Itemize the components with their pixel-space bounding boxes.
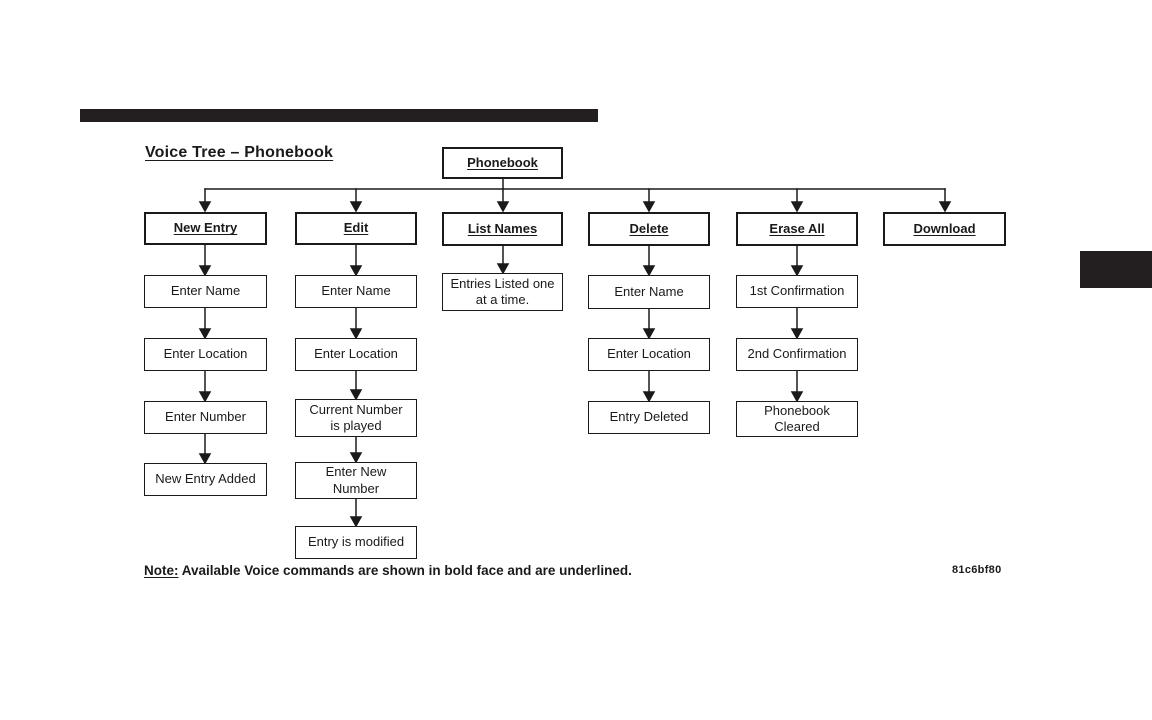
node-new-entry-added: New Entry Added (144, 463, 267, 496)
node-new-entry: New Entry (144, 212, 267, 245)
figure-code: 81c6bf80 (952, 564, 1002, 576)
node-delete-entry-deleted: Entry Deleted (588, 401, 710, 434)
column-new-entry-arrows (198, 244, 212, 465)
node-delete-enter-location: Enter Location (588, 338, 710, 371)
node-label: Enter Name (170, 283, 241, 299)
node-label: Enter Name (321, 283, 391, 299)
section-divider-bar (80, 109, 598, 122)
node-label: Enter Location (607, 346, 691, 362)
node-label: Entry Deleted (609, 409, 689, 425)
node-label: Phonebook Cleared (764, 402, 830, 434)
footnote: Note: Available Voice commands are shown… (144, 563, 632, 578)
section-thumb-tab (1080, 251, 1152, 288)
node-delete: Delete (588, 212, 710, 246)
node-new-entry-enter-number: Enter Number (144, 401, 267, 434)
node-label: Edit (343, 220, 369, 236)
node-edit-enter-new-number: Enter New Number (295, 462, 417, 499)
node-label: Erase All (769, 220, 825, 236)
node-label: Entry is modified (307, 534, 405, 550)
header-arrows (198, 188, 952, 213)
node-edit-current-number-played: Current Number is played (295, 399, 417, 437)
node-edit: Edit (295, 212, 417, 245)
column-erase-all-arrows (790, 245, 804, 403)
node-label: Enter New Number (325, 464, 387, 496)
node-label: Download (913, 220, 976, 236)
node-erase-all-phonebook-cleared: Phonebook Cleared (736, 401, 858, 437)
node-list-names-entries-listed: Entries Listed one at a time. (442, 273, 563, 311)
node-new-entry-enter-name: Enter Name (144, 275, 267, 308)
node-label: Enter Location (314, 346, 398, 362)
footnote-label: Note: (144, 563, 179, 578)
node-label: 1st Confirmation (749, 283, 845, 299)
node-label: Phonebook (467, 154, 538, 170)
node-erase-all: Erase All (736, 212, 858, 246)
node-edit-enter-name: Enter Name (295, 275, 417, 308)
node-label: Enter Location (163, 346, 248, 362)
column-list-names-arrows (496, 245, 510, 275)
node-edit-enter-location: Enter Location (295, 338, 417, 371)
node-label: Entries Listed one at a time. (450, 275, 555, 307)
node-label: Enter Name (614, 283, 684, 299)
root-connector (204, 178, 946, 190)
node-erase-all-1st-confirmation: 1st Confirmation (736, 275, 858, 308)
node-label: New Entry Added (155, 471, 256, 487)
node-phonebook-root: Phonebook (442, 147, 563, 179)
node-download: Download (883, 212, 1006, 246)
column-edit-arrows (349, 244, 363, 528)
node-label: Current Number is played (309, 401, 403, 433)
footnote-text: Available Voice commands are shown in bo… (178, 563, 632, 578)
node-erase-all-2nd-confirmation: 2nd Confirmation (736, 338, 858, 371)
node-new-entry-enter-location: Enter Location (144, 338, 267, 371)
node-delete-enter-name: Enter Name (588, 275, 710, 309)
node-edit-entry-modified: Entry is modified (295, 526, 417, 559)
node-label: New Entry (173, 220, 238, 236)
node-label: List Names (467, 220, 538, 236)
page-title: Voice Tree – Phonebook (145, 144, 334, 161)
column-delete-arrows (642, 245, 656, 403)
node-label: Enter Number (165, 409, 246, 425)
node-label: Delete (629, 220, 669, 236)
node-list-names: List Names (442, 212, 563, 246)
node-label: 2nd Confirmation (747, 346, 847, 362)
